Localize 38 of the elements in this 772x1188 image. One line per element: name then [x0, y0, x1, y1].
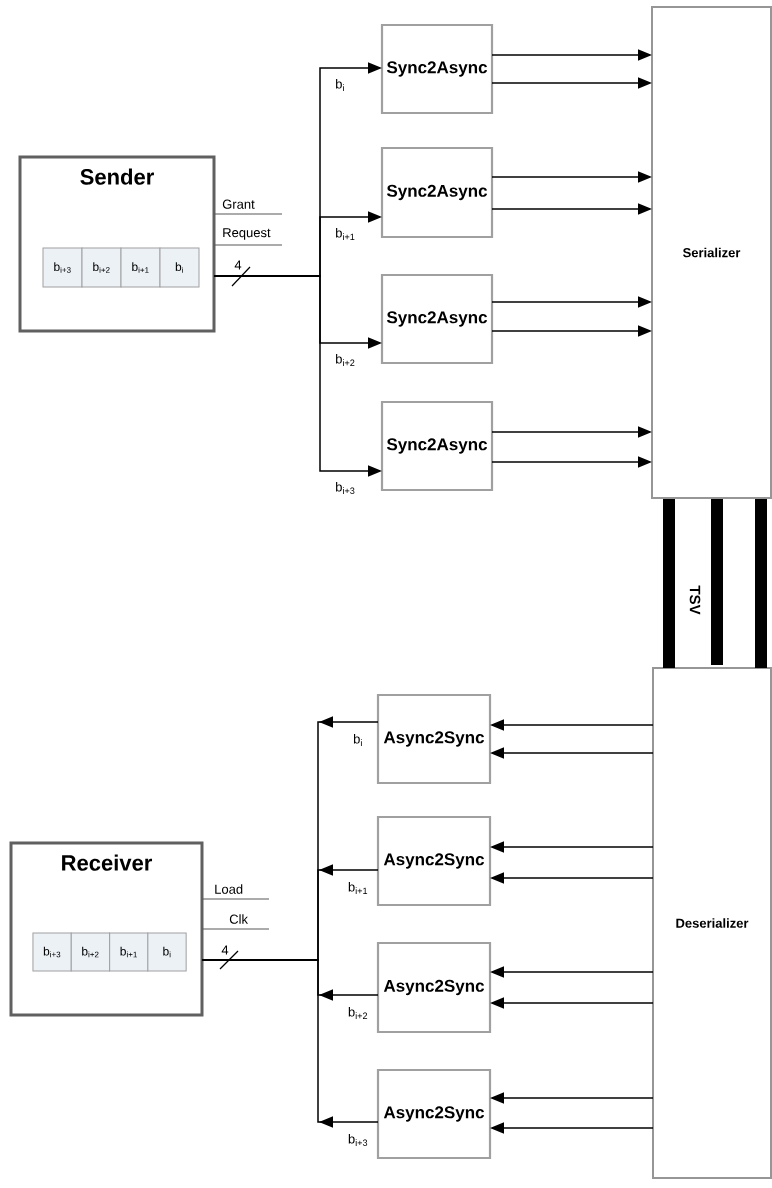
- tsv-label: TSV: [689, 585, 701, 615]
- register-cell: b$_{i+2}$: [70, 932, 111, 972]
- edge-label: Grant: [221, 198, 256, 210]
- register-cell: b$_{i}$: [159, 247, 200, 288]
- register-cell: b$_{i}$: [147, 932, 187, 972]
- arrow: [201, 959, 379, 1128]
- converter-box: Async2Sync: [376, 941, 492, 1034]
- bus-width-label: 4: [234, 260, 242, 270]
- converter-box: Sync2Async: [380, 400, 494, 492]
- edge-label: b$_{i}$: [334, 78, 346, 92]
- signal-line: [213, 244, 283, 246]
- edge-label: Request: [221, 227, 272, 241]
- register-cell: b$_{i+1}$: [109, 932, 149, 972]
- edge-label: Clk: [228, 913, 249, 925]
- edge-label: b$_{i}$: [352, 733, 364, 747]
- serializer-box: Deserializer: [652, 667, 772, 1179]
- converter-box: Async2Sync: [376, 1068, 492, 1160]
- register-cell: b$_{i+3}$: [42, 247, 83, 288]
- converter-box: Async2Sync: [376, 693, 492, 785]
- register-cell: b$_{i+2}$: [81, 247, 122, 288]
- edge-label: b$_{i+1}$: [334, 227, 357, 241]
- signal-line: [201, 898, 270, 900]
- signal-line: [201, 928, 270, 930]
- edge-label: Load: [213, 883, 245, 895]
- signal-line: [213, 213, 283, 215]
- register-cell: b$_{i+3}$: [32, 932, 72, 972]
- converter-box: Sync2Async: [380, 23, 494, 115]
- converter-box: Sync2Async: [380, 146, 494, 239]
- converter-box: Sync2Async: [380, 273, 494, 365]
- edge-label: b$_{i+3}$: [346, 1133, 370, 1147]
- register-cell: b$_{i+1}$: [120, 247, 161, 288]
- edge-label: b$_{i+2}$: [334, 353, 357, 367]
- edge-label: b$_{i+2}$: [346, 1006, 370, 1020]
- converter-box: Async2Sync: [376, 815, 492, 907]
- edge-label: b$_{i+3}$: [334, 481, 357, 495]
- edge-label: b$_{i+1}$: [346, 881, 370, 895]
- bus-width-label: 4: [221, 945, 229, 955]
- serializer-box: Serializer: [651, 6, 772, 499]
